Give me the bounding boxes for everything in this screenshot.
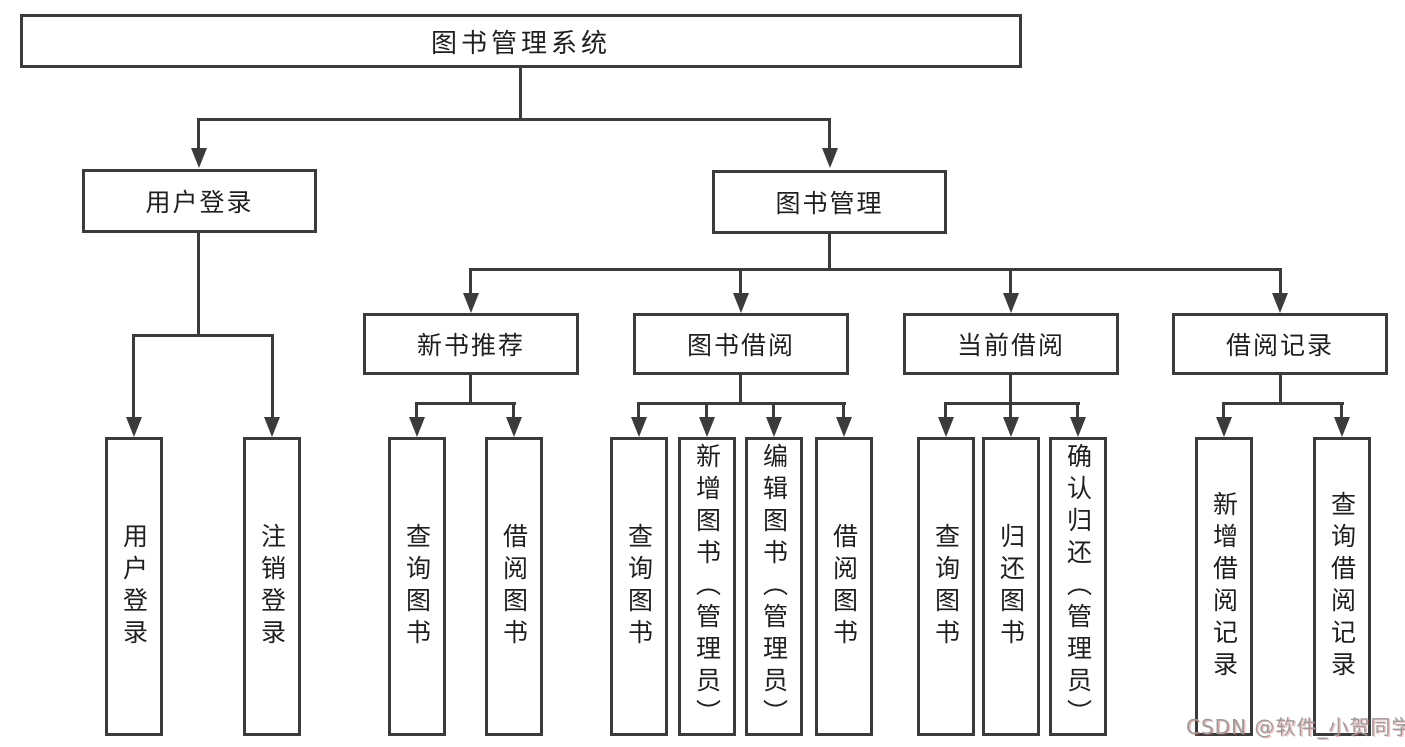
leaf-return-books: 归还图书 <box>982 437 1040 736</box>
leaf-query-borrow-record: 查询借阅记录 <box>1313 437 1371 736</box>
connector-line <box>945 402 1080 405</box>
connector-line <box>828 234 831 271</box>
connector-line <box>132 334 135 419</box>
node-user-login: 用户登录 <box>82 169 317 233</box>
arrow-down-icon <box>699 417 715 437</box>
connector-line <box>739 375 742 405</box>
arrow-down-icon <box>822 148 838 168</box>
connector-line <box>512 402 515 419</box>
connector-line <box>1279 375 1282 405</box>
connector-line <box>469 375 472 405</box>
arrow-down-icon <box>463 293 479 313</box>
connector-line <box>944 402 947 419</box>
node-book-borrowing-label: 图书借阅 <box>686 331 795 360</box>
connector-line <box>519 68 522 121</box>
connector-line <box>1279 268 1282 296</box>
node-root: 图书管理系统 <box>20 14 1022 68</box>
arrow-down-icon <box>938 417 954 437</box>
connector-line <box>638 402 846 405</box>
node-current-borrowing-label: 当前借阅 <box>956 331 1065 360</box>
connector-line <box>1223 402 1344 405</box>
connector-line <box>1340 402 1343 419</box>
arrow-down-icon <box>766 417 782 437</box>
connector-line <box>197 118 200 151</box>
connector-line <box>133 334 274 337</box>
leaf-borrow-books-borrowing: 借阅图书 <box>815 437 873 736</box>
leaf-borrow-books-recommend: 借阅图书 <box>485 437 543 736</box>
node-new-book-recommend: 新书推荐 <box>363 313 579 375</box>
connector-line <box>842 402 845 419</box>
connector-line <box>828 118 831 151</box>
leaf-query-books-borrowing: 查询图书 <box>610 437 668 736</box>
connector-line <box>1009 268 1012 296</box>
node-book-management-label: 图书管理 <box>775 189 884 218</box>
connector-line <box>197 233 200 337</box>
arrow-down-icon <box>264 417 280 437</box>
arrow-down-icon <box>1272 293 1288 313</box>
arrow-down-icon <box>409 417 425 437</box>
connector-line <box>705 402 708 419</box>
arrow-down-icon <box>191 148 207 168</box>
arrow-down-icon <box>836 417 852 437</box>
arrow-down-icon <box>1216 417 1232 437</box>
node-root-label: 图书管理系统 <box>430 28 611 59</box>
connector-line <box>197 118 831 121</box>
leaf-confirm-return-admin: 确认归还（管理员） <box>1049 437 1107 736</box>
connector-line <box>415 402 418 419</box>
node-user-login-label: 用户登录 <box>145 188 254 217</box>
arrow-down-icon <box>1070 417 1086 437</box>
connector-line <box>416 402 516 405</box>
leaf-edit-books-admin: 编辑图书（管理员） <box>745 437 803 736</box>
connector-line <box>772 402 775 419</box>
arrow-down-icon <box>1003 417 1019 437</box>
leaf-query-books-recommend: 查询图书 <box>388 437 446 736</box>
connector-line <box>739 268 742 296</box>
node-current-borrowing: 当前借阅 <box>903 313 1119 375</box>
leaf-add-borrow-record: 新增借阅记录 <box>1195 437 1253 736</box>
connector-line <box>271 334 274 419</box>
connector-line <box>469 268 472 296</box>
arrow-down-icon <box>126 417 142 437</box>
arrow-down-icon <box>1003 293 1019 313</box>
arrow-down-icon <box>506 417 522 437</box>
connector-line <box>1009 375 1012 405</box>
node-borrowing-records: 借阅记录 <box>1172 313 1388 375</box>
arrow-down-icon <box>631 417 647 437</box>
connector-line <box>637 402 640 419</box>
node-new-book-recommend-label: 新书推荐 <box>416 331 525 360</box>
watermark-text: CSDN @软件_小贺同学 <box>1186 715 1405 739</box>
arrow-down-icon <box>1334 417 1350 437</box>
arrow-down-icon <box>733 293 749 313</box>
node-book-borrowing: 图书借阅 <box>633 313 849 375</box>
connector-line <box>470 268 1282 271</box>
leaf-add-books-admin: 新增图书（管理员） <box>678 437 736 736</box>
connector-line <box>1009 402 1012 419</box>
connector-line <box>1076 402 1079 419</box>
node-book-management: 图书管理 <box>712 170 947 234</box>
leaf-user-login: 用户登录 <box>105 437 163 736</box>
node-borrowing-records-label: 借阅记录 <box>1225 331 1334 360</box>
leaf-query-books-current: 查询图书 <box>917 437 975 736</box>
connector-line <box>1222 402 1225 419</box>
leaf-logout: 注销登录 <box>243 437 301 736</box>
